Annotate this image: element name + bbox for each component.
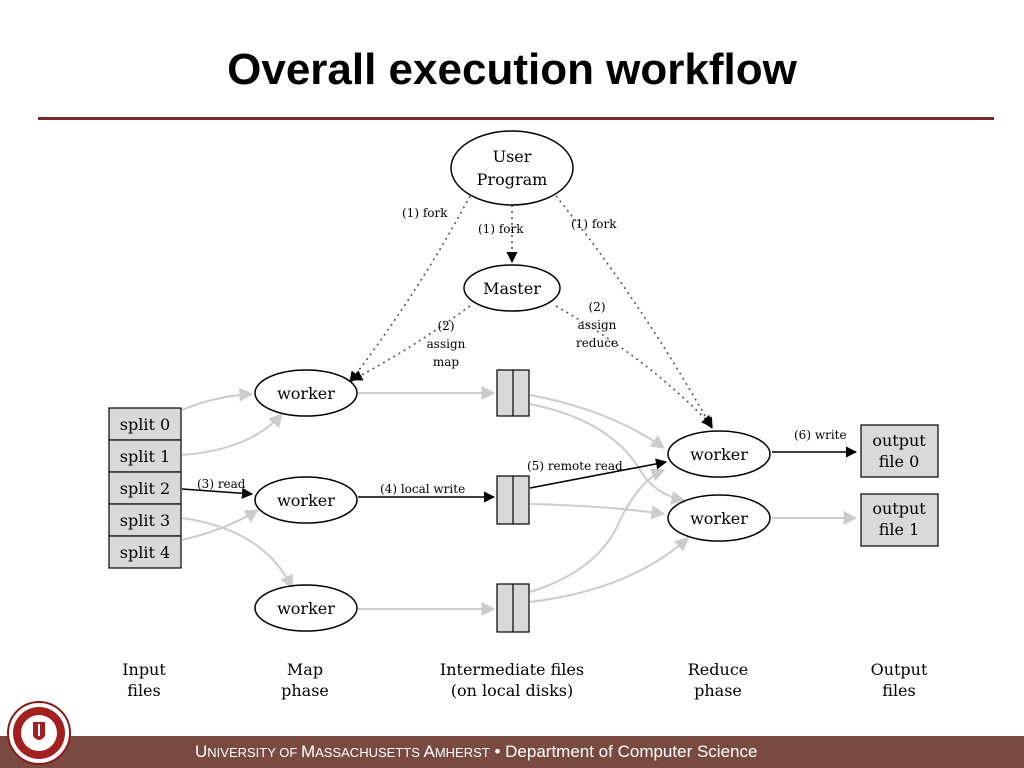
master-ellipse bbox=[463, 264, 561, 312]
footer-separator: • bbox=[494, 742, 501, 761]
user-program-ellipse bbox=[450, 130, 574, 206]
footer-niversity-of: NIVERSITY OF bbox=[207, 745, 301, 760]
split-label: split 0 bbox=[120, 415, 170, 434]
footer-bar bbox=[0, 736, 1024, 768]
user-program-node: User Program bbox=[450, 130, 574, 206]
map-worker-label: worker bbox=[277, 491, 335, 510]
fork-label-left: (1) fork bbox=[402, 206, 448, 220]
map-worker-label: worker bbox=[277, 599, 335, 618]
column-label-line2: (on local disks) bbox=[451, 681, 573, 700]
column-label-line1: Intermediate files bbox=[440, 660, 584, 679]
split-label: split 4 bbox=[120, 543, 170, 562]
phase-column-labels: Input files Map phase Intermediate files… bbox=[122, 660, 928, 700]
footer-department: Department of Computer Science bbox=[505, 742, 758, 761]
fork-label-center: (1) fork bbox=[478, 222, 524, 236]
assign-map-label-line2: assign bbox=[427, 337, 466, 351]
output-file-label-line2: file 0 bbox=[879, 452, 920, 471]
university-seal-logo bbox=[7, 701, 71, 765]
master-node: Master bbox=[463, 264, 561, 312]
map-worker-label: worker bbox=[277, 384, 335, 403]
reduce-worker-ellipse bbox=[667, 430, 771, 478]
split-label: split 1 bbox=[120, 447, 170, 466]
split-box bbox=[108, 407, 182, 441]
input-splits: split 0 split 1 split 2 split 3 split 4 bbox=[108, 407, 182, 569]
split-box bbox=[108, 503, 182, 537]
slide-title: Overall execution workflow bbox=[227, 45, 797, 94]
split-box bbox=[108, 471, 182, 505]
footer-m: M bbox=[300, 742, 316, 761]
title-divider bbox=[38, 117, 994, 120]
map-workers: worker worker worker bbox=[254, 369, 358, 632]
data-flow-arrows bbox=[181, 386, 858, 616]
flow-split0-worker1 bbox=[181, 387, 254, 411]
column-label-line1: Input bbox=[122, 660, 166, 679]
map-worker-ellipse bbox=[254, 476, 358, 524]
read-arrow bbox=[181, 487, 254, 499]
column-label-line2: phase bbox=[281, 681, 329, 700]
footer-a: A bbox=[423, 742, 435, 761]
footer-u: U bbox=[195, 742, 208, 761]
output-file-label-line1: output bbox=[872, 431, 926, 450]
output-file-label-line1: output bbox=[872, 499, 926, 518]
assign-reduce-label-line3: reduce bbox=[576, 336, 618, 350]
split-box bbox=[108, 439, 182, 473]
assign-reduce-arrow bbox=[555, 305, 713, 427]
footer-assachusetts: ASSACHUSETTS bbox=[315, 745, 424, 760]
control-arrows bbox=[349, 195, 713, 429]
output-file-box bbox=[860, 493, 939, 547]
output-file-label-line2: file 1 bbox=[879, 520, 920, 539]
assign-map-label-line1: (2) bbox=[438, 319, 455, 333]
output-files: output file 0 output file 1 bbox=[860, 424, 939, 547]
local-write-label: (4) local write bbox=[380, 482, 465, 496]
reduce-worker-label: worker bbox=[690, 509, 748, 528]
write-label: (6) write bbox=[794, 428, 847, 442]
assign-reduce-label-line2: assign bbox=[578, 318, 617, 332]
footer-mherst: MHERST bbox=[434, 745, 490, 760]
footer-institution-text: UNIVERSITY OF MASSACHUSETTS AMHERST • De… bbox=[195, 742, 757, 762]
assign-map-label-line3: map bbox=[433, 355, 460, 369]
flow-split4-worker2 bbox=[181, 509, 260, 541]
flow-file1-reduce1 bbox=[529, 403, 686, 505]
column-label-line2: files bbox=[127, 681, 160, 700]
map-worker-ellipse bbox=[254, 584, 358, 632]
flow-split1-worker1 bbox=[181, 412, 283, 456]
user-program-label-line1: User bbox=[493, 147, 532, 166]
split-label: split 2 bbox=[120, 479, 170, 498]
reduce-worker-ellipse bbox=[667, 494, 771, 542]
fork-arrow-to-map-worker bbox=[349, 195, 471, 383]
intermediate-files bbox=[496, 369, 530, 633]
active-flow-arrows bbox=[181, 446, 858, 503]
read-label: (3) read bbox=[197, 477, 246, 491]
column-label-line2: phase bbox=[694, 681, 742, 700]
reduce-worker-label: worker bbox=[690, 445, 748, 464]
flow-file1-reduce0 bbox=[529, 394, 666, 449]
flow-file2-reduce1 bbox=[529, 503, 666, 520]
column-label-line1: Output bbox=[871, 660, 928, 679]
reduce-workers: worker worker bbox=[667, 430, 771, 542]
remote-read-label: (5) remote read bbox=[527, 459, 623, 473]
flow-split3-worker3 bbox=[181, 517, 294, 590]
split-label: split 3 bbox=[120, 511, 170, 530]
column-label-line1: Reduce bbox=[688, 660, 749, 679]
flow-file3-reduce0 bbox=[529, 468, 666, 593]
column-label-line2: files bbox=[882, 681, 915, 700]
fork-label-right: (1) fork bbox=[571, 217, 617, 231]
flow-file3-reduce1 bbox=[529, 537, 690, 603]
column-label-line1: Map bbox=[287, 660, 323, 679]
user-program-label-line2: Program bbox=[477, 170, 548, 189]
split-box bbox=[108, 535, 182, 569]
master-label: Master bbox=[483, 279, 541, 298]
remote-read-arrow bbox=[529, 458, 668, 489]
output-file-box bbox=[860, 424, 939, 478]
execution-workflow-diagram: User Program Master (1) fork (1) fork (1… bbox=[108, 130, 939, 700]
map-worker-ellipse bbox=[254, 369, 358, 417]
assign-reduce-label-line1: (2) bbox=[589, 300, 606, 314]
